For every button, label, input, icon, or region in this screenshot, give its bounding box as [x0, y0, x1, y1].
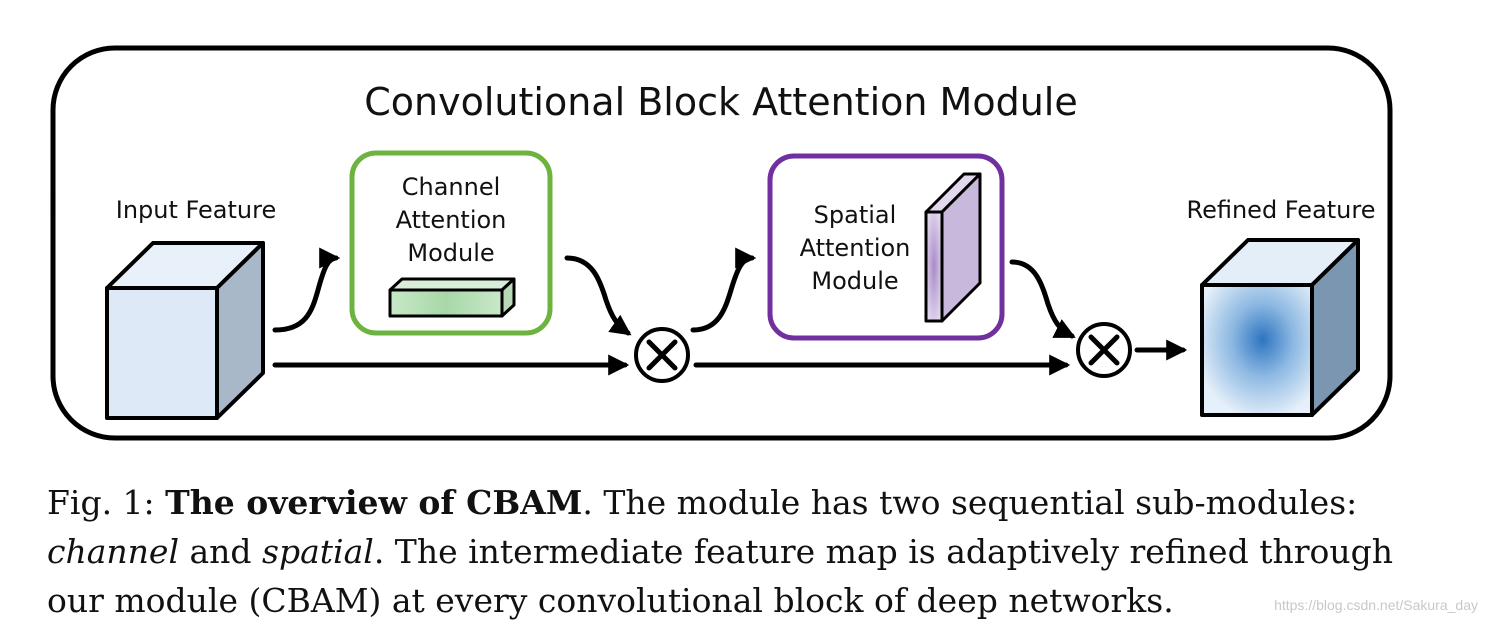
arrow-multiply1-to-spatial — [690, 247, 757, 333]
spatial-label-line3: Module — [811, 267, 898, 295]
channel-label-line2: Attention — [396, 206, 507, 234]
caption-after-bold: . The module has two sequential sub-modu… — [582, 483, 1358, 522]
multiply-operator-1 — [634, 327, 690, 383]
arrow-spatial-to-multiply2 — [1009, 259, 1076, 339]
refined-feature-label: Refined Feature — [1186, 196, 1375, 224]
spatial-label-line1: Spatial — [814, 201, 897, 229]
caption-bold-title: The overview of CBAM — [165, 483, 583, 522]
arrow-input-to-channel — [272, 247, 341, 333]
channel-attention-vector — [388, 277, 516, 318]
caption-rest: . The intermediate feature map is adapti… — [47, 532, 1393, 620]
spatial-attention-map — [924, 172, 982, 323]
input-feature-label: Input Feature — [116, 196, 276, 224]
caption-prefix: Fig. 1: — [47, 483, 166, 522]
caption-italic-spatial: spatial — [262, 532, 374, 571]
spatial-label-line2: Attention — [800, 234, 911, 262]
watermark-url: https://blog.csdn.net/Sakura_day — [1274, 597, 1478, 613]
input-feature-cube — [105, 241, 265, 420]
figure-caption: Fig. 1: The overview of CBAM. The module… — [47, 478, 1407, 625]
caption-and: and — [179, 532, 263, 571]
channel-label-line3: Module — [407, 239, 494, 267]
multiply-operator-2 — [1076, 322, 1132, 378]
arrow-channel-to-multiply1 — [564, 255, 632, 336]
cbam-diagram: Convolutional Block Attention Module Inp… — [50, 45, 1393, 441]
cbam-frame — [50, 45, 1393, 441]
caption-italic-channel: channel — [47, 532, 179, 571]
diagram-title: Convolutional Block Attention Module — [364, 80, 1077, 124]
refined-feature-cube — [1200, 238, 1360, 417]
channel-label-line1: Channel — [402, 173, 501, 201]
